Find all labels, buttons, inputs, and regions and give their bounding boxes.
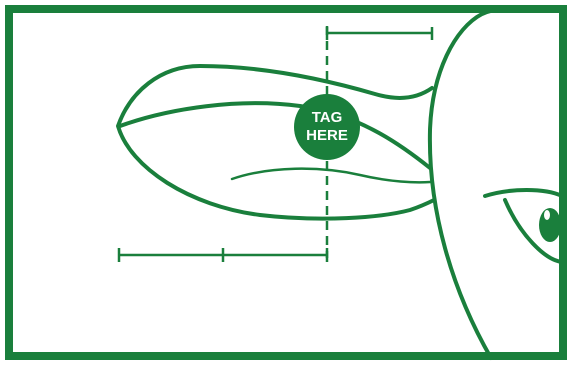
diagram-frame xyxy=(9,9,563,356)
tag-label-line2: HERE xyxy=(306,127,348,144)
ear-outline xyxy=(118,66,434,219)
eye-highlight xyxy=(544,210,550,220)
ear-inner-fold-lower xyxy=(232,169,430,183)
ear-inner-fold-upper xyxy=(120,103,430,168)
eye-pupil xyxy=(539,208,561,242)
tag-label-line1: TAG xyxy=(312,109,343,126)
head-outline xyxy=(430,9,520,358)
